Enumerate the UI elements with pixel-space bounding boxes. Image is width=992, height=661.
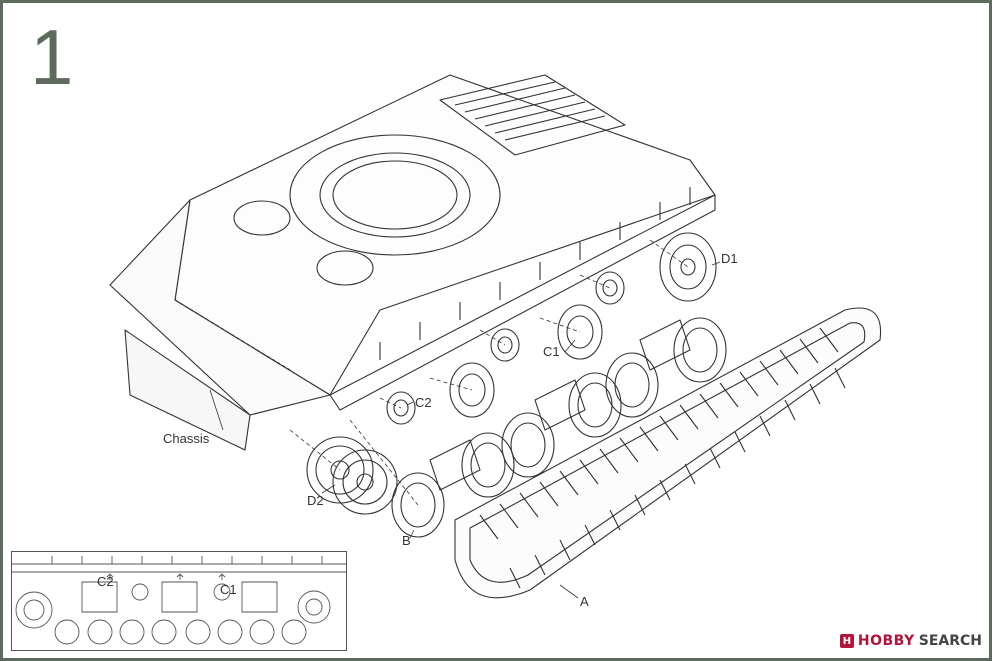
label-d2: D2 xyxy=(307,493,324,508)
engine-grille xyxy=(439,74,626,156)
wheel-loose-2 xyxy=(490,328,520,362)
hatch-right xyxy=(316,250,374,286)
watermark-search: SEARCH xyxy=(918,633,982,649)
turret-ring-outer xyxy=(289,134,501,256)
watermark: H HOBBY SEARCH xyxy=(839,633,982,649)
bogie-rear xyxy=(605,317,727,418)
sprocket-d2 xyxy=(306,436,398,515)
watermark-logo-icon: H xyxy=(839,634,854,648)
track-a xyxy=(454,307,882,599)
turret-ring-hole xyxy=(332,160,458,230)
wheel-c2 xyxy=(386,391,416,425)
label-chassis: Chassis xyxy=(163,431,210,446)
idler-d1 xyxy=(659,232,717,302)
bogie-front xyxy=(391,432,515,538)
wheel-c1 xyxy=(557,304,603,360)
label-c2: C2 xyxy=(415,395,432,410)
hatch-left xyxy=(233,200,291,236)
side-rail xyxy=(329,194,716,411)
inset-detail: C2 C1 xyxy=(11,551,347,651)
inset-label-c1: C1 xyxy=(220,582,237,597)
inset-label-c2: C2 xyxy=(97,574,114,589)
inset-drawing xyxy=(12,556,346,645)
label-d1: D1 xyxy=(721,251,738,266)
step-number: 1 xyxy=(30,13,74,101)
label-a: A xyxy=(580,594,589,609)
watermark-hobby: HOBBY xyxy=(857,633,915,649)
wheel-loose-1 xyxy=(449,362,495,418)
label-b: B xyxy=(402,533,411,548)
label-c1: C1 xyxy=(543,344,560,359)
wheel-loose-3 xyxy=(595,271,625,305)
turret-ring-inner xyxy=(319,152,471,238)
lower-chassis xyxy=(124,329,251,451)
